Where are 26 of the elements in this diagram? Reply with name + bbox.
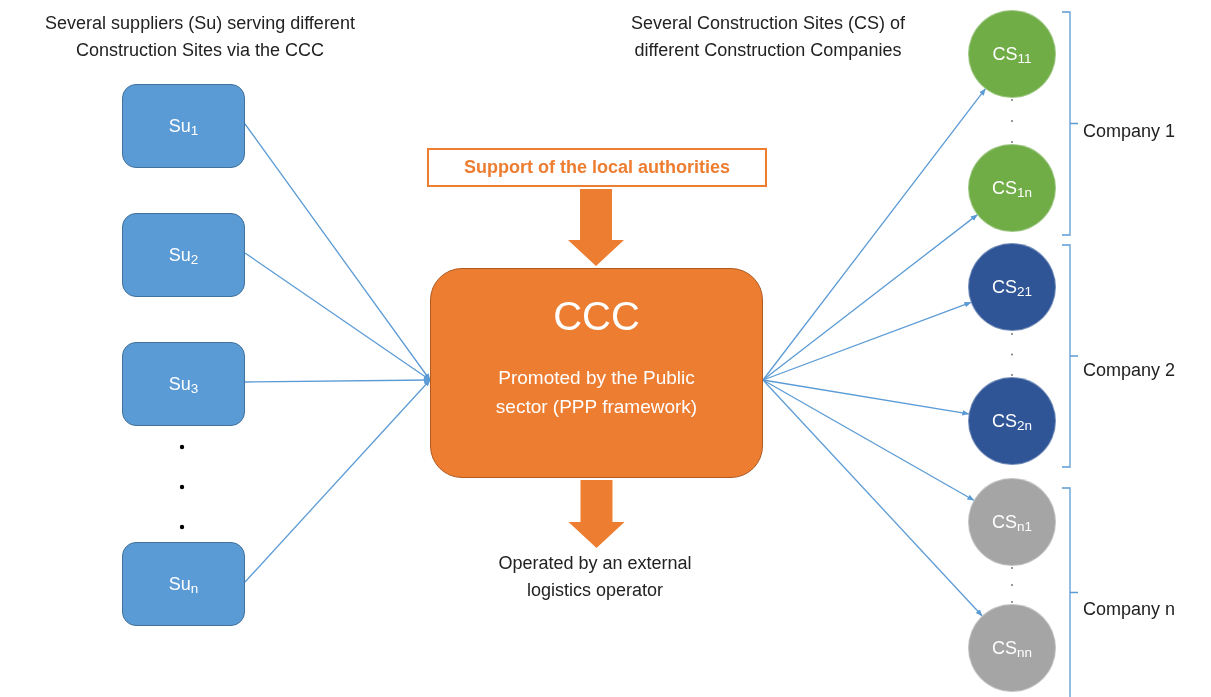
arrow [762,379,970,416]
arrow [244,377,431,383]
arrow [244,252,431,381]
arrow [762,88,986,381]
node-description: Promoted by the Public sector (PPP framework) [494,366,699,419]
node-heading: CCC [553,293,640,340]
consolidation-center-box [430,268,763,478]
authority-box: Support of the local authorities [427,148,767,187]
arrow [244,123,431,381]
arrow [762,379,975,501]
company-label: Company 1 [1083,120,1176,143]
supplier-box: Su$_{3}$ [122,342,245,426]
arrow [762,214,978,381]
supplier-box: Su$_{1}$ [122,84,245,168]
column-heading: Several Construction Sites (CS) of different Construction Companies [629,12,907,62]
arrow [762,301,972,381]
arrow [762,379,983,617]
company-label: Company 2 [1083,359,1176,382]
operator-note: Operated by an external logistics operator [470,550,720,608]
supplier-box: Su$_{n}$ [122,542,245,626]
block-arrow [568,189,624,266]
block-arrow [568,480,625,548]
supplier-box: Su$_{2}$ [122,213,245,297]
column-heading: Several suppliers (Su) serving different Construction Sites via the CCC [44,12,356,62]
company-label: Company n [1083,598,1176,621]
arrow [244,379,431,583]
